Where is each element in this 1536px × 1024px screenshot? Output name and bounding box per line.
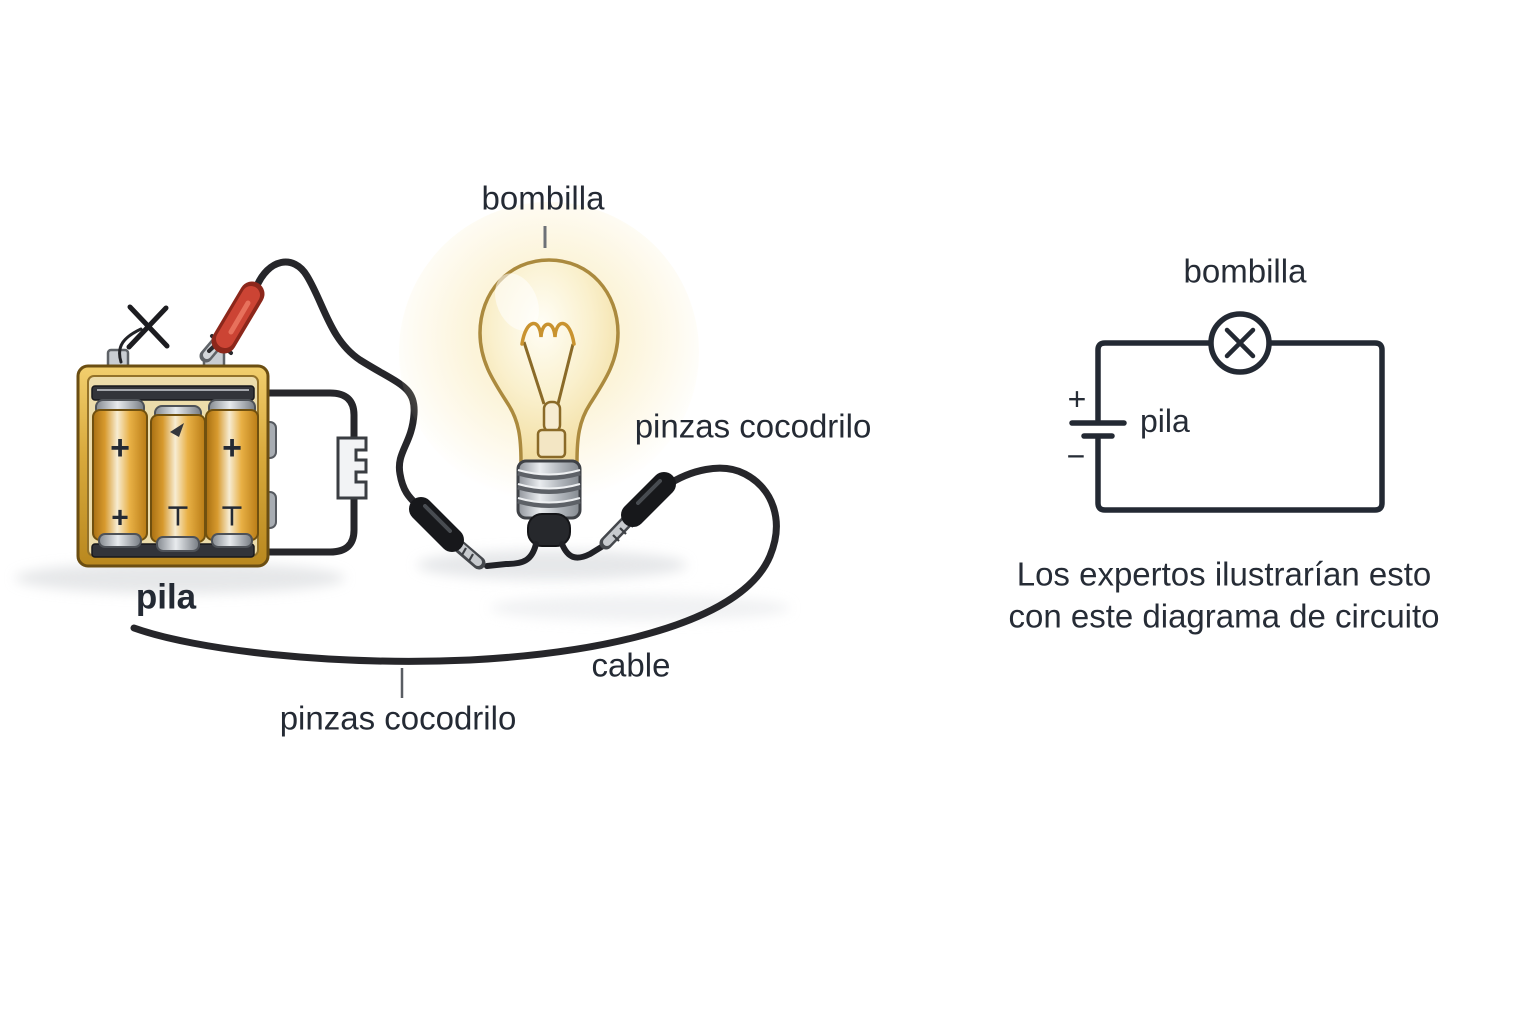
- red-alligator-clip: [199, 281, 265, 363]
- screw-thread-highlights: [517, 469, 581, 504]
- glass-shine: [495, 273, 539, 331]
- battery-cell-1: + +: [92, 399, 148, 548]
- battery-pack: + + ⊤ + ⊤: [76, 348, 277, 568]
- battery-minus-sign: −: [1067, 438, 1086, 474]
- bulb-bottom-contact: [527, 513, 571, 547]
- schematic-bombilla-label: bombilla: [1184, 253, 1308, 290]
- caption-line-2: con este diagrama de circuito: [1008, 598, 1439, 635]
- pila-label: pila: [136, 578, 197, 617]
- bulb-left-leg: [484, 541, 539, 569]
- battery-symbol: + − pila: [1067, 381, 1190, 474]
- clip-handle: [409, 497, 464, 552]
- circuit-schematic: bombilla + − pila Los expertos ilustrarí…: [1008, 253, 1439, 635]
- left-alligator-clip: [409, 497, 486, 570]
- frame-metal-clip: [336, 436, 368, 500]
- battery-contact-bar-top: [91, 385, 255, 401]
- red-clip-wire: [252, 258, 422, 510]
- bulb-stem-collar: [536, 428, 567, 459]
- cell-cap-bottom: [211, 533, 253, 548]
- thin-wire: [118, 327, 143, 364]
- lamp-symbol: [1208, 311, 1272, 375]
- cell-cap-bottom: [156, 536, 200, 552]
- battery-holder-frame-wire: [256, 389, 368, 556]
- illustration-labels: bombilla pinzas cocodrilo pila cable pin…: [136, 180, 871, 737]
- bombilla-label: bombilla: [482, 180, 606, 217]
- schematic-pila-label: pila: [1140, 403, 1190, 439]
- cell-mark: ⊤: [167, 501, 190, 531]
- cell-arrow-mark: [170, 423, 184, 437]
- battery-shadow: [15, 562, 345, 594]
- cell-cap-bottom: [98, 533, 142, 548]
- battery-cell-3: + ⊤: [205, 399, 259, 548]
- light-bulb: [399, 202, 699, 569]
- pinzas-cocodrilo-bottom-label: pinzas cocodrilo: [280, 700, 517, 737]
- cell-mark: +: [111, 502, 129, 535]
- bulb-right-leg: [559, 541, 606, 561]
- frame-wire-bottom: [256, 490, 358, 556]
- battery-plus-sign: +: [1068, 381, 1087, 417]
- clip-handle-highlight: [636, 479, 662, 505]
- filament-supports: [522, 341, 575, 405]
- filament: [520, 321, 576, 346]
- frame-wire-top: [256, 389, 358, 444]
- x-mark: [126, 304, 170, 350]
- long-cable-wire: [130, 464, 780, 665]
- ground-shadows: [15, 550, 790, 621]
- right-alligator-clip: [599, 472, 676, 550]
- cable-shadow: [490, 595, 790, 621]
- x-mark-annotation: [118, 304, 170, 364]
- battery-cell-2: ⊤: [150, 405, 206, 552]
- clip-handle-highlight: [228, 300, 251, 335]
- cell-mark: +: [110, 429, 130, 467]
- circuit-loop: [1095, 340, 1385, 513]
- cable-label: cable: [592, 647, 671, 684]
- schematic-caption: Los expertos ilustrarían esto con este d…: [1008, 556, 1439, 635]
- caption-line-1: Los expertos ilustrarían esto: [1017, 556, 1432, 593]
- clip-handle-highlight: [423, 504, 452, 533]
- cell-mark: +: [222, 429, 242, 467]
- cell-mark: ⊤: [221, 501, 244, 531]
- lamp-x-icon: [1224, 327, 1256, 359]
- bulb-shadow: [417, 550, 687, 580]
- pinzas-cocodrilo-right-label: pinzas cocodrilo: [635, 408, 872, 445]
- screw-threads: [517, 470, 581, 508]
- clip-handle: [621, 472, 676, 527]
- bulb-stem: [542, 400, 562, 434]
